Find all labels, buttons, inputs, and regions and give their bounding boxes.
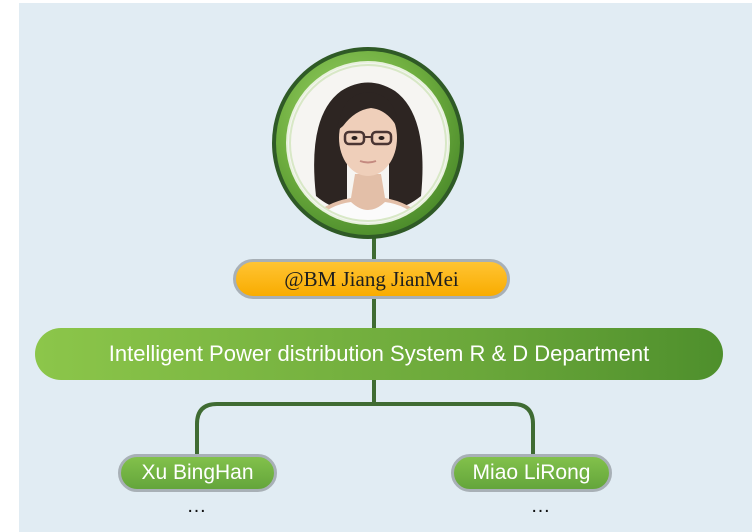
person-photo-icon [272, 47, 464, 239]
department-pill[interactable]: Intelligent Power distribution System R … [35, 328, 723, 380]
member-pill-xu-binghan[interactable]: Xu BingHan [118, 454, 277, 492]
member-name: Xu BingHan [141, 461, 254, 484]
more-members-indicator-right: … [530, 495, 552, 517]
more-members-indicator-left: … [186, 495, 208, 517]
member-pill-miao-lirong[interactable]: Miao LiRong [451, 454, 612, 492]
manager-name: @BM Jiang JianMei [284, 266, 459, 291]
manager-avatar[interactable] [271, 46, 465, 240]
department-name: Intelligent Power distribution System R … [108, 341, 650, 366]
manager-name-pill[interactable]: @BM Jiang JianMei [233, 259, 510, 299]
member-name: Miao LiRong [472, 461, 591, 484]
connector-branch [195, 402, 535, 456]
